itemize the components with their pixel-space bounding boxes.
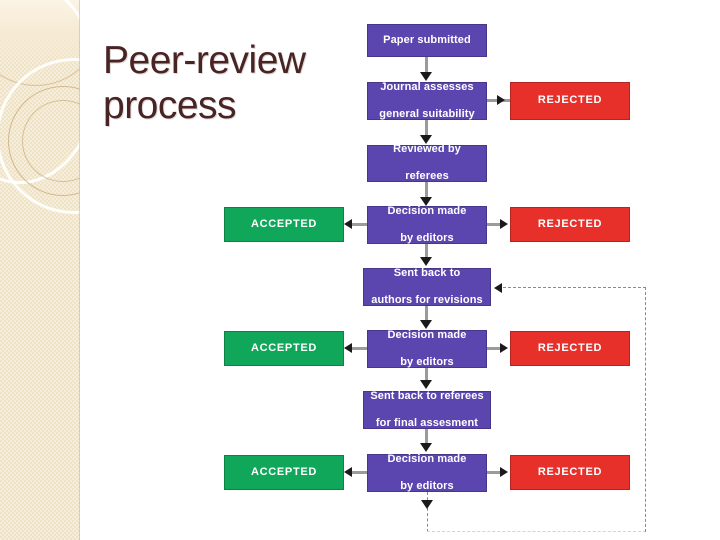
band-edge-line xyxy=(79,0,80,540)
node-sent-authors-line-1: Sent back to xyxy=(393,266,461,279)
page-title: Peer-review process xyxy=(103,38,353,128)
arrowhead-decision1-to-accepted xyxy=(344,219,352,229)
node-accepted-2[interactable]: ACCEPTED xyxy=(224,331,344,366)
node-decision-editors-1-label: Decision made by editors xyxy=(372,205,482,246)
node-decision-1-line-2: by editors xyxy=(400,231,454,244)
arrowhead-dashed-loop-down xyxy=(421,500,433,509)
node-reviewed-line-1: Reviewed by xyxy=(393,143,461,156)
node-accepted-1-label: ACCEPTED xyxy=(250,217,318,230)
connector-stem-submitted-to-assesses xyxy=(425,57,428,75)
arrowhead-submitted-to-assesses xyxy=(420,72,432,81)
node-accepted-1[interactable]: ACCEPTED xyxy=(224,207,344,242)
node-sent-back-referees-label: Sent back to referees for final assesment xyxy=(368,390,486,431)
arrowhead-decision2-to-rejected xyxy=(500,343,508,353)
node-decision-editors-3[interactable]: Decision made by editors xyxy=(367,453,487,494)
node-decision-2-line-1: Decision made xyxy=(387,328,467,341)
node-journal-assesses[interactable]: Journal assesses general suitability xyxy=(367,81,487,122)
connector-stem-reviewed-to-decision1 xyxy=(425,182,428,200)
node-reviewed-by-referees-label: Reviewed by referees xyxy=(372,143,482,184)
connector-stem-sentreferees-to-decision3 xyxy=(425,429,428,445)
node-journal-assesses-line-2: general suitability xyxy=(379,107,475,120)
node-decision-editors-1[interactable]: Decision made by editors xyxy=(367,205,487,246)
arrowhead-decision2-to-accepted xyxy=(344,343,352,353)
page-title-line-1: Peer-review xyxy=(103,39,306,82)
arrowhead-dashed-loop-to-sentauthors xyxy=(494,283,502,293)
dashed-loop-top-return xyxy=(503,287,646,288)
node-decision-2-line-2: by editors xyxy=(400,355,454,368)
arrowhead-decision3-to-accepted xyxy=(344,467,352,477)
node-rejected-1[interactable]: REJECTED xyxy=(510,82,630,120)
page-title-line-2: process xyxy=(103,84,237,127)
node-journal-assesses-line-1: Journal assesses xyxy=(380,80,474,93)
arrowhead-decision1-to-sentauthors xyxy=(420,257,432,266)
node-rejected-2[interactable]: REJECTED xyxy=(510,207,630,242)
node-accepted-3[interactable]: ACCEPTED xyxy=(224,455,344,490)
dashed-loop-right-riser xyxy=(645,287,646,532)
arrowhead-sentauthors-to-decision2 xyxy=(420,320,432,329)
decorative-side-band xyxy=(0,0,80,540)
arrowhead-decision3-to-rejected xyxy=(500,467,508,477)
arrowhead-decision1-to-rejected xyxy=(500,219,508,229)
node-rejected-4-label: REJECTED xyxy=(537,465,603,478)
node-sent-referees-line-1: Sent back to referees xyxy=(370,389,484,402)
node-decision-editors-2-label: Decision made by editors xyxy=(372,329,482,370)
node-paper-submitted[interactable]: Paper submitted xyxy=(367,24,487,57)
node-rejected-3[interactable]: REJECTED xyxy=(510,331,630,366)
node-journal-assesses-label: Journal assesses general suitability xyxy=(372,81,482,122)
node-decision-editors-2[interactable]: Decision made by editors xyxy=(367,329,487,370)
node-rejected-2-label: REJECTED xyxy=(537,217,603,230)
dashed-loop-stem-down xyxy=(427,492,428,532)
connector-stem-assesses-to-reviewed xyxy=(425,120,428,138)
node-reviewed-line-2: referees xyxy=(405,170,449,183)
connector-stem-decision2-to-rejected xyxy=(487,347,502,350)
arrowhead-decision2-to-sentreferees xyxy=(420,380,432,389)
node-sent-back-authors-label: Sent back to authors for revisions xyxy=(368,267,486,308)
node-rejected-4[interactable]: REJECTED xyxy=(510,455,630,490)
node-decision-editors-3-label: Decision made by editors xyxy=(372,453,482,494)
arrowhead-sentreferees-to-decision3 xyxy=(420,443,432,452)
node-rejected-3-label: REJECTED xyxy=(537,341,603,354)
node-paper-submitted-label: Paper submitted xyxy=(383,33,471,46)
node-decision-1-line-1: Decision made xyxy=(387,204,467,217)
connector-stem-sentauthors-to-decision2 xyxy=(425,306,428,322)
connector-stem-decision1-to-sentauthors xyxy=(425,244,428,259)
connector-stem-decision1-to-accepted xyxy=(352,223,367,226)
node-sent-authors-line-2: authors for revisions xyxy=(371,293,483,306)
connector-stem-decision3-to-rejected xyxy=(487,471,502,474)
node-sent-back-authors[interactable]: Sent back to authors for revisions xyxy=(363,267,491,308)
node-decision-3-line-1: Decision made xyxy=(387,452,467,465)
arrowhead-assesses-to-reviewed xyxy=(420,135,432,144)
arrowhead-reviewed-to-decision1 xyxy=(420,197,432,206)
connector-stem-decision1-to-rejected xyxy=(487,223,502,226)
connector-stem-decision3-to-accepted xyxy=(352,471,367,474)
node-rejected-1-label: REJECTED xyxy=(537,94,603,107)
node-sent-back-referees[interactable]: Sent back to referees for final assesment xyxy=(363,390,491,431)
node-decision-3-line-2: by editors xyxy=(400,479,454,492)
dashed-loop-bottom xyxy=(427,531,646,532)
node-sent-referees-line-2: for final assesment xyxy=(375,416,479,429)
node-reviewed-by-referees[interactable]: Reviewed by referees xyxy=(367,143,487,184)
node-accepted-3-label: ACCEPTED xyxy=(250,465,318,478)
arrowhead-assesses-to-rejected xyxy=(497,95,505,105)
node-accepted-2-label: ACCEPTED xyxy=(250,341,318,354)
connector-stem-decision2-to-accepted xyxy=(352,347,367,350)
connector-stem-decision2-to-sentreferees xyxy=(425,368,428,382)
